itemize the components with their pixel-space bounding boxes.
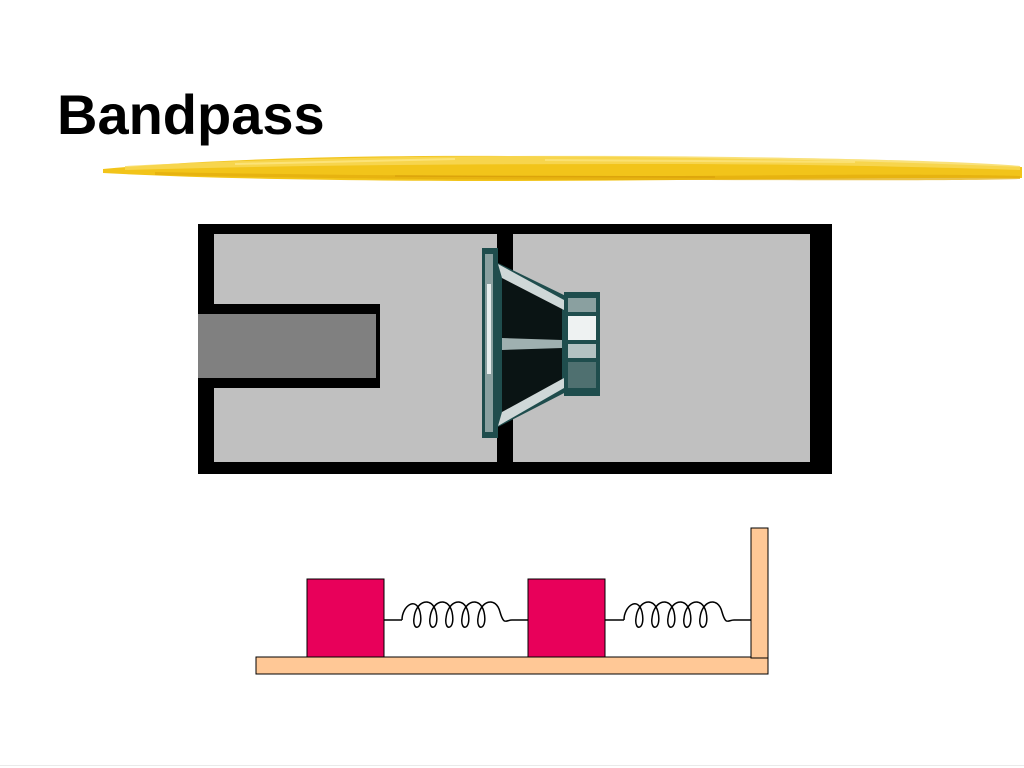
driver-magnet-ring-1 — [568, 298, 596, 312]
base-plate — [255, 656, 769, 675]
spring-2-coils — [623, 601, 735, 628]
highlighter-stroke-light — [125, 155, 1020, 170]
spring-1-coils — [401, 601, 513, 628]
driver-flange-shine — [487, 284, 491, 374]
driver-spoke-bottom — [498, 378, 564, 426]
footer-divider — [0, 765, 1024, 766]
driver-magnet-ring-3 — [568, 344, 596, 358]
highlighter-streak-1 — [234, 158, 456, 165]
loudspeaker-driver-icon — [482, 248, 600, 438]
driver-spoke-middle — [502, 338, 562, 350]
fixed-wall — [750, 527, 769, 659]
driver-magnet-ring-4 — [568, 362, 596, 388]
driver-magnet-ring-2 — [568, 316, 596, 340]
highlighter-streak-3 — [394, 175, 716, 178]
coil-spring-icon-1 — [384, 601, 528, 628]
highlighter-stroke-dark — [155, 172, 1020, 181]
port-tube — [198, 314, 376, 378]
slide-title: Bandpass — [57, 83, 325, 146]
bandpass-enclosure-icon — [198, 224, 832, 474]
highlighter-streak-2 — [544, 159, 856, 163]
driver-spoke-top — [498, 264, 564, 310]
coil-spring-icon-2 — [605, 601, 751, 628]
mass-spring-diagram — [255, 527, 769, 675]
mass-left — [306, 578, 385, 658]
mass-right — [527, 578, 606, 658]
highlighter-underline — [103, 155, 1022, 181]
